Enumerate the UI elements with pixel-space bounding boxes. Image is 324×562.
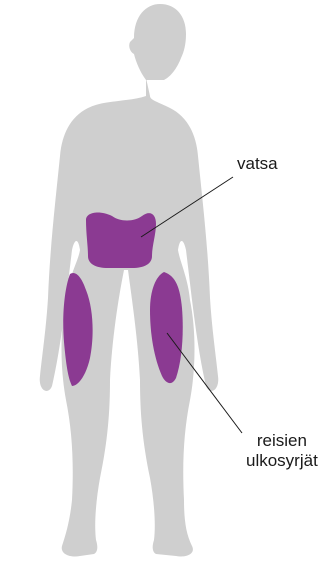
head	[129, 4, 186, 80]
abdomen-area	[86, 213, 156, 268]
outer-thighs-label-line2: ulkosyrjät	[246, 451, 318, 471]
outer-thighs-label: reisien ulkosyrjät	[246, 431, 318, 471]
abdomen-label: vatsa	[237, 154, 278, 174]
outer-thighs-label-line1: reisien	[246, 431, 318, 451]
body-silhouette	[40, 4, 219, 557]
